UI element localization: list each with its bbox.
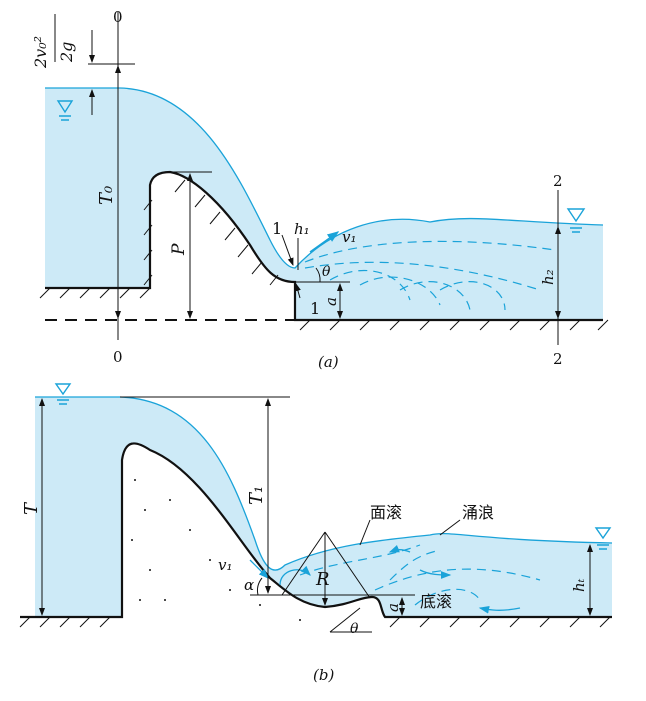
section-0-top: 0 xyxy=(113,8,123,26)
roller-arrows xyxy=(249,544,521,614)
label-ht: hₜ xyxy=(570,578,588,592)
water-level-icon-b2 xyxy=(594,527,612,550)
panel-a: 2v₀² 2g 0 0 T₀ P 1 h₁ v₁ θ 1 a 2 2 h₂ (a… xyxy=(31,8,609,371)
flow-lines-b xyxy=(299,544,541,606)
water-level-icon-a xyxy=(56,100,74,121)
label-T0: T₀ xyxy=(96,186,117,205)
label-a-b: a xyxy=(384,603,402,612)
dimension-lines-b xyxy=(39,396,593,633)
section-2-bottom: 2 xyxy=(553,350,563,368)
water-surface-a xyxy=(45,87,604,269)
label-v1-a: v₁ xyxy=(342,228,357,246)
velocity-arrow-a xyxy=(309,231,340,253)
label-R: R xyxy=(315,569,330,590)
label-surge: 涌浪 xyxy=(462,503,494,522)
velocity-head-denominator: 2g xyxy=(57,42,76,63)
water-body-b xyxy=(35,397,612,617)
hatch-a xyxy=(39,179,609,331)
section-0-bottom: 0 xyxy=(113,348,123,366)
section-2-top: 2 xyxy=(553,172,563,190)
velocity-head-numerator: 2v₀² xyxy=(31,36,50,69)
water-body-a xyxy=(45,88,603,320)
water-surface-b xyxy=(35,396,613,571)
caption-b: (b) xyxy=(313,666,334,684)
panel-b: T T₁ v₁ α R 面滚 涌浪 底滚 a θ hₜ (b) xyxy=(19,383,613,684)
water-level-icon-b xyxy=(54,383,72,405)
label-T1: T₁ xyxy=(246,486,267,505)
weir-profile-b xyxy=(20,442,612,619)
flow-lines-a xyxy=(304,240,556,311)
caption-a: (a) xyxy=(318,353,339,371)
label-v1-b: v₁ xyxy=(218,556,233,574)
label-h1: h₁ xyxy=(294,220,310,238)
label-alpha: α xyxy=(244,576,254,594)
label-theta-b: θ xyxy=(350,621,359,637)
section-1-top: 1 xyxy=(272,219,282,238)
concrete-dots xyxy=(131,479,301,621)
label-P: P xyxy=(169,243,189,256)
label-a-a: a xyxy=(322,297,340,306)
dimension-lines-a xyxy=(88,12,561,345)
hatch-b xyxy=(19,616,611,628)
label-h2: h₂ xyxy=(539,269,557,285)
section-1-bottom: 1 xyxy=(310,299,320,318)
label-surface-roller: 面滚 xyxy=(370,503,402,522)
label-T: T xyxy=(21,501,42,515)
label-bottom-roller: 底滚 xyxy=(420,592,452,611)
label-theta-a: θ xyxy=(322,264,331,280)
water-level-icon-a2 xyxy=(566,208,586,233)
